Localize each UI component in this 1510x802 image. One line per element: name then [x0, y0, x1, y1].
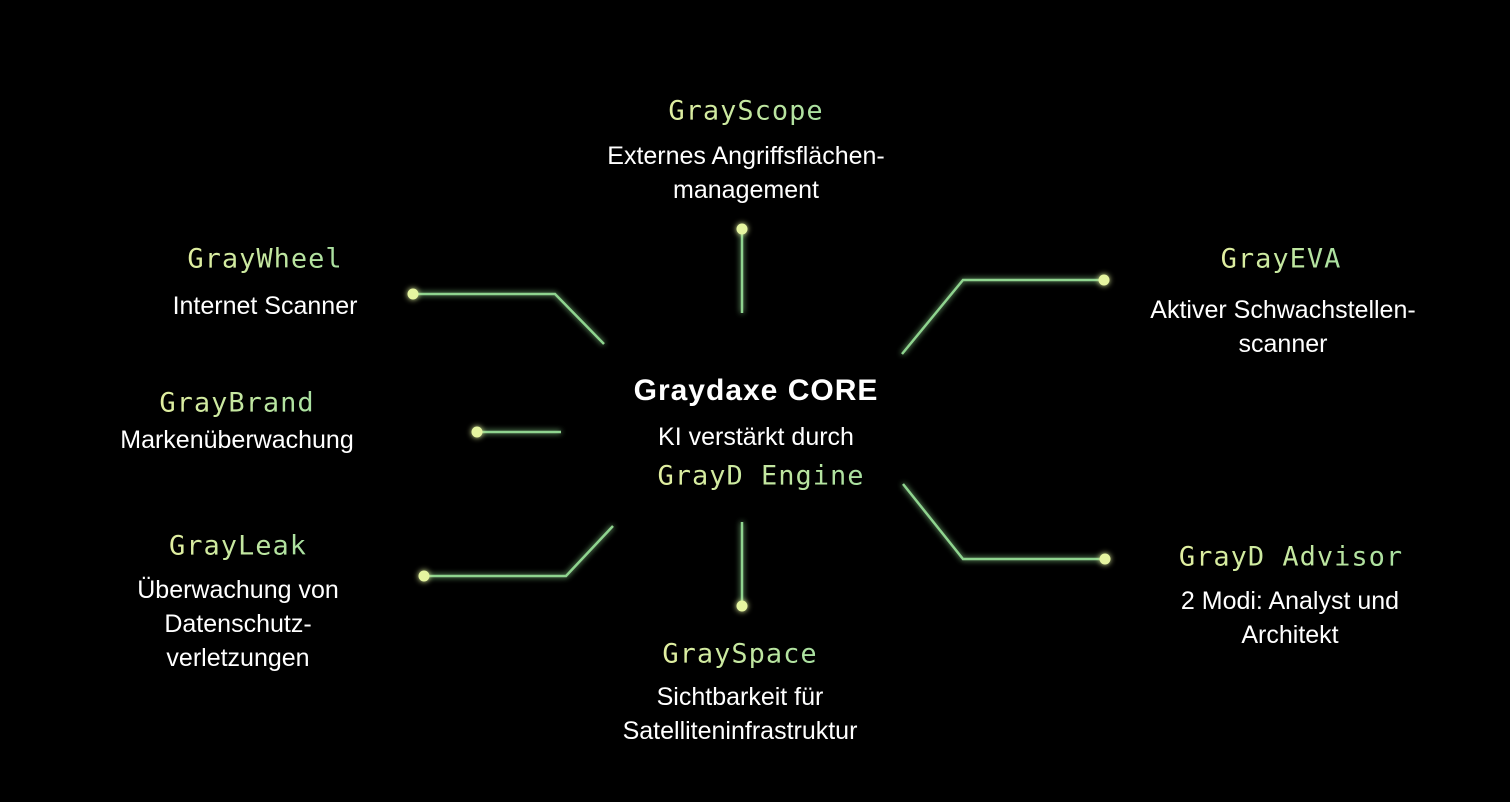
desc-line: Architekt — [1241, 621, 1339, 649]
module-desc-grayspace: Sichtbarkeit für Satelliteninfrastruktur — [623, 680, 858, 748]
desc-line: Datenschutz- — [164, 610, 312, 638]
desc-line: Überwachung von — [137, 576, 339, 604]
desc-line: scanner — [1238, 330, 1328, 358]
node-dot-grayleak — [418, 570, 430, 582]
node-dot-graybrand — [471, 426, 483, 438]
module-name-graywheel: GrayWheel — [187, 243, 343, 275]
desc-line: Markenüberwachung — [120, 426, 354, 454]
module-name-grayspace: GraySpace — [662, 638, 818, 670]
core-title: Graydaxe CORE — [633, 374, 879, 407]
module-name-grayleak: GrayLeak — [168, 530, 308, 562]
node-dot-graydadvisor — [1099, 553, 1111, 565]
module-name-graybrand: GrayBrand — [159, 387, 315, 419]
core-engine: GrayD Engine — [657, 460, 865, 492]
module-name-grayeva: GrayEVA — [1220, 243, 1342, 275]
node-dot-grayspace — [736, 600, 748, 612]
desc-line: 2 Modi: Analyst und — [1180, 587, 1400, 615]
node-dot-grayscope — [736, 223, 748, 235]
connector-grayleak — [424, 525, 614, 578]
module-desc-grayleak: Überwachung von Datenschutz- verletzunge… — [137, 573, 339, 675]
module-name-grayscope: GrayScope — [668, 95, 824, 127]
module-name-graydadvisor: GrayD Advisor — [1178, 541, 1404, 573]
connector-grayeva — [901, 278, 1104, 355]
desc-line: Internet Scanner — [172, 292, 358, 320]
module-desc-graybrand: Markenüberwachung — [120, 423, 353, 457]
connector-graydadvisor — [902, 483, 1105, 561]
desc-line: Satelliteninfrastruktur — [622, 717, 858, 745]
module-desc-grayscope: Externes Angriffsflächen- management — [607, 139, 884, 207]
desc-line: Externes Angriffsflächen- — [607, 142, 885, 170]
desc-line: management — [673, 176, 819, 204]
module-desc-graywheel: Internet Scanner — [173, 289, 358, 323]
core-subtitle: KI verstärkt durch — [658, 423, 854, 451]
desc-line: verletzungen — [166, 644, 310, 672]
desc-line: Sichtbarkeit für — [656, 683, 824, 711]
desc-line: Aktiver Schwachstellen- — [1150, 296, 1416, 324]
module-desc-graydadvisor: 2 Modi: Analyst und Architekt — [1181, 584, 1399, 652]
connector-graywheel — [413, 292, 605, 345]
node-dot-graywheel — [407, 288, 419, 300]
module-desc-grayeva: Aktiver Schwachstellen- scanner — [1150, 293, 1415, 361]
node-dot-grayeva — [1098, 274, 1110, 286]
